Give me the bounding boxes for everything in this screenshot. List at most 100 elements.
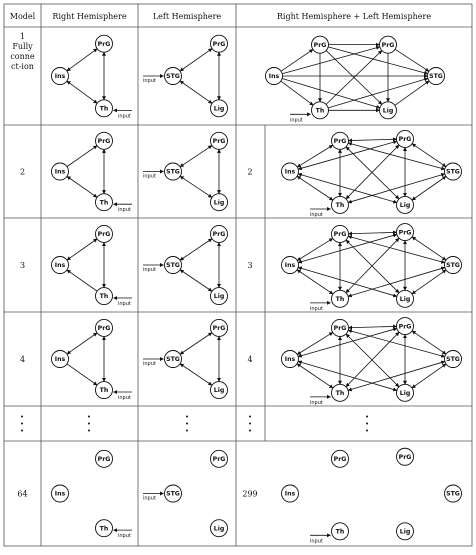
node-label: Lig: [383, 108, 394, 115]
input-label: input: [310, 538, 323, 544]
node-lig: Lig: [396, 522, 414, 541]
model-number: 64: [17, 490, 27, 499]
node-label: PrG: [98, 138, 111, 145]
edge-combined: [325, 50, 383, 105]
table-content: 1Fullyconnect-ionPrGInsThinputPrGSTGLigi…: [10, 32, 462, 544]
node-label: PrG: [399, 136, 412, 143]
node-label: Th: [316, 108, 325, 115]
edge-stg-lig: [179, 80, 213, 104]
edge-combined: [348, 137, 397, 143]
node-ins: Ins: [281, 256, 299, 274]
model-number: ct-ion: [11, 62, 34, 71]
node-label: Th: [100, 387, 109, 394]
input-label: input: [143, 78, 156, 84]
node-lig: Lig: [210, 99, 228, 118]
header-model: Model: [10, 12, 36, 21]
header-both-hemispheres: Right Hemisphere + Left Hemisphere: [277, 12, 431, 21]
node-prg: PrG: [379, 35, 397, 54]
node-prg: PrG: [331, 319, 349, 337]
node-prg: PrG: [95, 34, 113, 53]
node-label: Th: [100, 199, 109, 206]
edge-combined: [347, 360, 446, 392]
node-label: Ins: [55, 491, 66, 498]
ellipsis-dot: [21, 429, 23, 432]
edge-ins-th: [66, 80, 98, 104]
node-prg: PrG: [95, 449, 113, 468]
ellipsis-dot: [21, 415, 23, 418]
edge-combined: [296, 238, 334, 261]
node-prg: PrG: [331, 131, 349, 150]
edge-combined: [280, 80, 314, 106]
node-stg: STG: [164, 256, 182, 274]
node-label: Th: [100, 293, 109, 300]
node-th: Th: [331, 196, 349, 214]
node-label: Ins: [285, 491, 296, 498]
input-label: input: [143, 174, 156, 180]
node-label: PrG: [334, 138, 347, 145]
edge-stg-lig: [179, 269, 213, 292]
edge-combined: [411, 269, 447, 295]
edge-ins-th: [66, 176, 98, 198]
node-label: STG: [446, 169, 460, 176]
node-prg: PrG: [95, 131, 113, 150]
edge-ins-prg: [66, 332, 98, 355]
edge-combined: [297, 172, 398, 204]
node-label: Th: [336, 529, 345, 536]
edge-combined: [394, 80, 430, 106]
node-prg: PrG: [210, 319, 228, 337]
edge-combined: [347, 266, 446, 298]
node-lig: Lig: [379, 101, 397, 120]
edge-ins-prg: [66, 145, 98, 167]
node-stg: STG: [164, 162, 182, 181]
node-label: Lig: [214, 199, 225, 206]
input-label: input: [310, 212, 323, 218]
node-stg: STG: [427, 67, 445, 85]
edge-stg-prg: [179, 238, 213, 261]
node-ins: Ins: [51, 350, 69, 368]
edge-combined: [282, 45, 381, 75]
ellipsis-dot: [249, 422, 251, 425]
input-label: input: [118, 533, 131, 539]
node-label: STG: [446, 262, 460, 269]
edge-combined: [394, 48, 430, 72]
input-label: input: [118, 113, 131, 119]
node-label: Lig: [400, 296, 411, 303]
node-th: Th: [331, 383, 349, 402]
input-label: input: [118, 207, 131, 213]
ellipsis-dot: [88, 415, 90, 418]
table-row: [21, 415, 368, 432]
node-prg: PrG: [311, 35, 329, 54]
input-label: input: [310, 400, 323, 406]
edge-th-ins: [66, 269, 98, 292]
ellipsis-dot: [88, 429, 90, 432]
node-label: PrG: [382, 42, 395, 49]
input-label: input: [143, 496, 156, 502]
node-stg: STG: [164, 484, 182, 503]
combined-model-number: 2: [247, 168, 252, 177]
input-label: input: [143, 267, 156, 273]
combined-model-number: 299: [242, 490, 257, 499]
node-prg: PrG: [396, 317, 414, 336]
model-number: 1: [20, 32, 25, 41]
node-label: PrG: [334, 456, 347, 463]
ellipsis-dot: [366, 422, 368, 425]
edge-stg-prg: [179, 145, 213, 168]
node-label: PrG: [314, 42, 327, 49]
node-stg: STG: [444, 162, 462, 181]
node-label: PrG: [213, 325, 226, 332]
node-label: PrG: [98, 41, 111, 48]
edge-combined: [411, 363, 447, 389]
edge-combined: [411, 330, 447, 355]
ellipsis-dot: [186, 415, 188, 418]
node-label: STG: [166, 73, 180, 80]
node-prg: PrG: [210, 131, 228, 150]
ellipsis-dot: [186, 429, 188, 432]
node-prg: PrG: [210, 34, 228, 53]
node-ins: Ins: [265, 67, 283, 85]
input-label: input: [290, 117, 303, 123]
edge-combined: [280, 49, 314, 72]
edge-combined: [411, 143, 447, 168]
header-left-hemisphere: Left Hemisphere: [153, 12, 222, 21]
